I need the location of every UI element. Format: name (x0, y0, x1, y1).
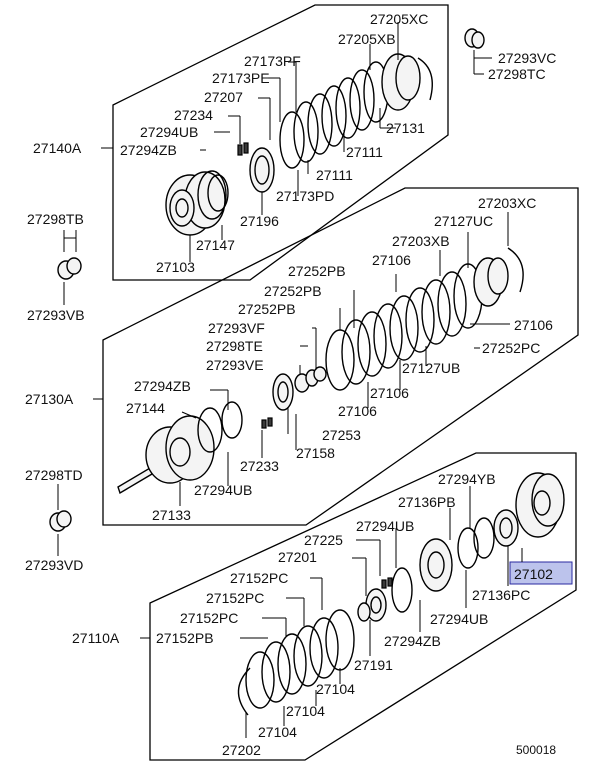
part-label-27106-a[interactable]: 27106 (372, 252, 411, 268)
part-label-27196[interactable]: 27196 (240, 213, 279, 229)
part-label-27293vd[interactable]: 27293VD (25, 557, 83, 573)
part-label-27233[interactable]: 27233 (240, 458, 279, 474)
part-label-27207[interactable]: 27207 (204, 89, 243, 105)
ring-27294yb (473, 517, 495, 559)
part-label-27298tb[interactable]: 27298TB (27, 211, 84, 227)
spring-27196 (249, 147, 275, 193)
part-label-27158[interactable]: 27158 (296, 445, 335, 461)
plates-27111 (279, 61, 389, 169)
part-label-27252pb-b[interactable]: 27252PB (264, 283, 322, 299)
part-label-27144[interactable]: 27144 (126, 400, 165, 416)
leader-lines (57, 22, 523, 738)
part-label-27234[interactable]: 27234 (174, 107, 213, 123)
part-label-27152pc-c[interactable]: 27152PC (180, 610, 238, 626)
part-label-27104-c[interactable]: 27104 (258, 724, 297, 740)
rings-27293ve (294, 366, 327, 393)
part-label-27173pf[interactable]: 27173PF (244, 53, 301, 69)
part-label-27293vc[interactable]: 27293VC (498, 50, 556, 66)
part-label-27136pb[interactable]: 27136PB (398, 494, 456, 510)
part-label-27201[interactable]: 27201 (278, 549, 317, 565)
ring-27293vc (464, 28, 485, 49)
part-label-27102[interactable]: 27102 (514, 566, 553, 582)
group-ref-27110a[interactable]: 27110A (72, 630, 120, 646)
plates-27104 (245, 609, 355, 709)
part-label-27133[interactable]: 27133 (152, 507, 191, 523)
part-label-27103[interactable]: 27103 (156, 259, 195, 275)
part-label-27131[interactable]: 27131 (386, 120, 425, 136)
part-label-27294ub-a[interactable]: 27294UB (140, 124, 198, 140)
hub-27127ub (473, 257, 509, 307)
part-label-27294zb-b[interactable]: 27294ZB (134, 378, 191, 394)
spring-27158 (272, 373, 294, 411)
part-label-27298td[interactable]: 27298TD (25, 467, 83, 483)
part-label-27294zb-a[interactable]: 27294ZB (120, 142, 177, 158)
ring-27294zb (391, 567, 413, 613)
part-label-27173pe[interactable]: 27173PE (212, 70, 270, 86)
part-label-27104-a[interactable]: 27104 (316, 681, 355, 697)
input-shaft-27133 (117, 415, 215, 495)
piston-27144 (197, 401, 243, 453)
highlight-27102[interactable] (509, 561, 573, 585)
seal-27233 (261, 417, 273, 429)
part-label-27106-d[interactable]: 27106 (338, 403, 377, 419)
part-label-27293ve[interactable]: 27293VE (206, 357, 264, 373)
piston-27147 (197, 170, 229, 220)
part-label-27127uc[interactable]: 27127UC (434, 213, 493, 229)
part-label-27205xb[interactable]: 27205XB (338, 31, 396, 47)
group-box-27110a (149, 452, 577, 761)
part-label-27298te[interactable]: 27298TE (206, 338, 263, 354)
group-ref-27140a[interactable]: 27140A (33, 140, 82, 156)
group-box-27130a (102, 187, 579, 526)
diagram-code: 500018 (516, 743, 556, 757)
part-label-27253[interactable]: 27253 (322, 427, 361, 443)
snap-ring-27202 (237, 667, 251, 716)
part-label-27293vf[interactable]: 27293VF (208, 320, 265, 336)
spring-27191 (357, 588, 387, 622)
part-label-27225[interactable]: 27225 (304, 532, 343, 548)
part-label-27294zb-c[interactable]: 27294ZB (384, 633, 441, 649)
part-label-27252pb-c[interactable]: 27252PB (238, 301, 296, 317)
ring-27293vd (49, 510, 72, 532)
part-label-27203xc[interactable]: 27203XC (478, 195, 536, 211)
ring-27294ub (457, 527, 479, 569)
drum-27102 (515, 472, 565, 538)
part-label-27111-b[interactable]: 27111 (316, 167, 353, 183)
clutch-drum-27103 (165, 171, 226, 236)
part-label-27205xc[interactable]: 27205XC (370, 11, 428, 27)
part-label-27106-b[interactable]: 27106 (514, 317, 553, 333)
snap-ring-27203xc (507, 247, 524, 293)
group-box-27140a (112, 4, 449, 281)
part-label-27294yb[interactable]: 27294YB (438, 471, 496, 487)
part-label-27298tc[interactable]: 27298TC (488, 66, 546, 82)
part-label-27147[interactable]: 27147 (196, 237, 235, 253)
group-ref-27130a[interactable]: 27130A (25, 391, 74, 407)
part-label-27294ub-d[interactable]: 27294UB (430, 611, 488, 627)
hub-27131 (381, 53, 421, 111)
part-label-27294ub-b[interactable]: 27294UB (194, 482, 252, 498)
part-label-27293vb[interactable]: 27293VB (27, 307, 85, 323)
piston-27136pb (419, 538, 453, 592)
seal-27136pc (493, 509, 519, 547)
part-label-27191[interactable]: 27191 (354, 657, 393, 673)
part-label-27203xb[interactable]: 27203XB (392, 233, 450, 249)
part-label-27106-c[interactable]: 27106 (370, 385, 409, 401)
part-label-27252pb-a[interactable]: 27252PB (288, 263, 346, 279)
part-label-27127ub[interactable]: 27127UB (402, 360, 460, 376)
part-label-27136pc[interactable]: 27136PC (472, 587, 530, 603)
seal-27234 (237, 142, 249, 156)
part-label-27104-b[interactable]: 27104 (286, 703, 325, 719)
part-label-27152pc-a[interactable]: 27152PC (230, 570, 288, 586)
part-label-27111-a[interactable]: 27111 (346, 144, 383, 160)
part-label-27202[interactable]: 27202 (222, 742, 261, 758)
ring-27298tb (57, 257, 82, 280)
part-label-27173pd[interactable]: 27173PD (276, 188, 334, 204)
part-label-27152pb[interactable]: 27152PB (156, 630, 214, 646)
part-label-27294ub-c[interactable]: 27294UB (356, 518, 414, 534)
seal-27225 (381, 577, 393, 589)
snap-ring-27205xc (417, 57, 433, 101)
part-label-27252pc-a[interactable]: 27252PC (482, 340, 540, 356)
part-label-27152pc-b[interactable]: 27152PC (206, 590, 264, 606)
